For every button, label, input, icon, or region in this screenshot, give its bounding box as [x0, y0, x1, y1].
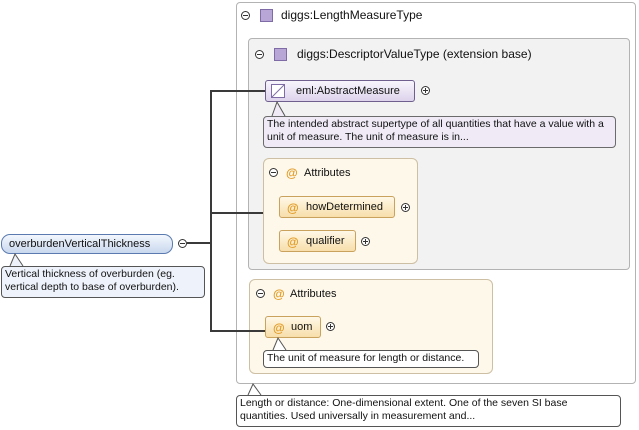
- attribute-icon: @: [287, 201, 299, 215]
- attribute-icon: @: [273, 321, 285, 335]
- complex-type-icon: [274, 48, 287, 61]
- root-element-doc: Vertical thickness of overburden (eg. ve…: [1, 266, 205, 298]
- extension-base-title: diggs:DescriptorValueType (extension bas…: [297, 47, 532, 61]
- attribute-group-icon: @: [273, 287, 285, 301]
- length-measure-type-doc: Length or distance: One-dimensional exte…: [236, 395, 621, 427]
- outer-attributes-title: Attributes: [290, 288, 337, 300]
- connector-line: [210, 330, 265, 332]
- complex-type-icon: [260, 9, 273, 22]
- attribute-qualifier[interactable]: @ qualifier: [279, 230, 356, 252]
- collapse-icon[interactable]: [269, 168, 278, 177]
- collapse-icon[interactable]: [241, 11, 250, 20]
- note-connector: [247, 383, 262, 396]
- length-measure-type-title: diggs:LengthMeasureType: [281, 8, 423, 22]
- expand-icon[interactable]: [401, 203, 410, 212]
- expand-icon[interactable]: [421, 86, 430, 95]
- collapse-icon[interactable]: [255, 50, 264, 59]
- how-determined-label: howDetermined: [306, 201, 384, 213]
- collapse-icon[interactable]: [256, 289, 265, 298]
- uom-doc-text: The unit of measure for length or distan…: [267, 352, 465, 364]
- connector-line: [210, 90, 265, 92]
- connector-line: [187, 242, 211, 244]
- note-connector: [271, 101, 286, 117]
- attribute-icon: @: [287, 235, 299, 249]
- abstract-element-icon: [271, 84, 285, 98]
- abstract-measure-doc: The intended abstract supertype of all q…: [263, 116, 616, 148]
- expand-icon[interactable]: [326, 322, 335, 331]
- expand-icon[interactable]: [361, 237, 370, 246]
- connector-line: [210, 212, 263, 214]
- abstract-measure-label: eml:AbstractMeasure: [296, 85, 400, 97]
- uom-label: uom: [291, 321, 313, 333]
- uom-doc: The unit of measure for length or distan…: [263, 350, 479, 368]
- note-connector: [272, 337, 287, 351]
- attribute-how-determined[interactable]: @ howDetermined: [279, 196, 395, 218]
- note-connector: [9, 253, 24, 267]
- collapse-icon[interactable]: [178, 239, 187, 248]
- abstract-measure-doc-text: The intended abstract supertype of all q…: [267, 118, 604, 143]
- root-element-node[interactable]: overburdenVerticalThickness: [1, 234, 173, 254]
- abstract-measure-node[interactable]: eml:AbstractMeasure: [265, 80, 415, 102]
- connector-line: [210, 90, 212, 331]
- inner-attributes-title: Attributes: [304, 167, 351, 179]
- length-measure-type-doc-text: Length or distance: One-dimensional exte…: [240, 397, 568, 422]
- attribute-group-icon: @: [286, 166, 298, 180]
- qualifier-label: qualifier: [306, 235, 345, 247]
- root-element-label: overburdenVerticalThickness: [9, 238, 151, 250]
- root-element-doc-text: Vertical thickness of overburden (eg. ve…: [5, 268, 179, 293]
- attribute-uom[interactable]: @ uom: [265, 316, 321, 338]
